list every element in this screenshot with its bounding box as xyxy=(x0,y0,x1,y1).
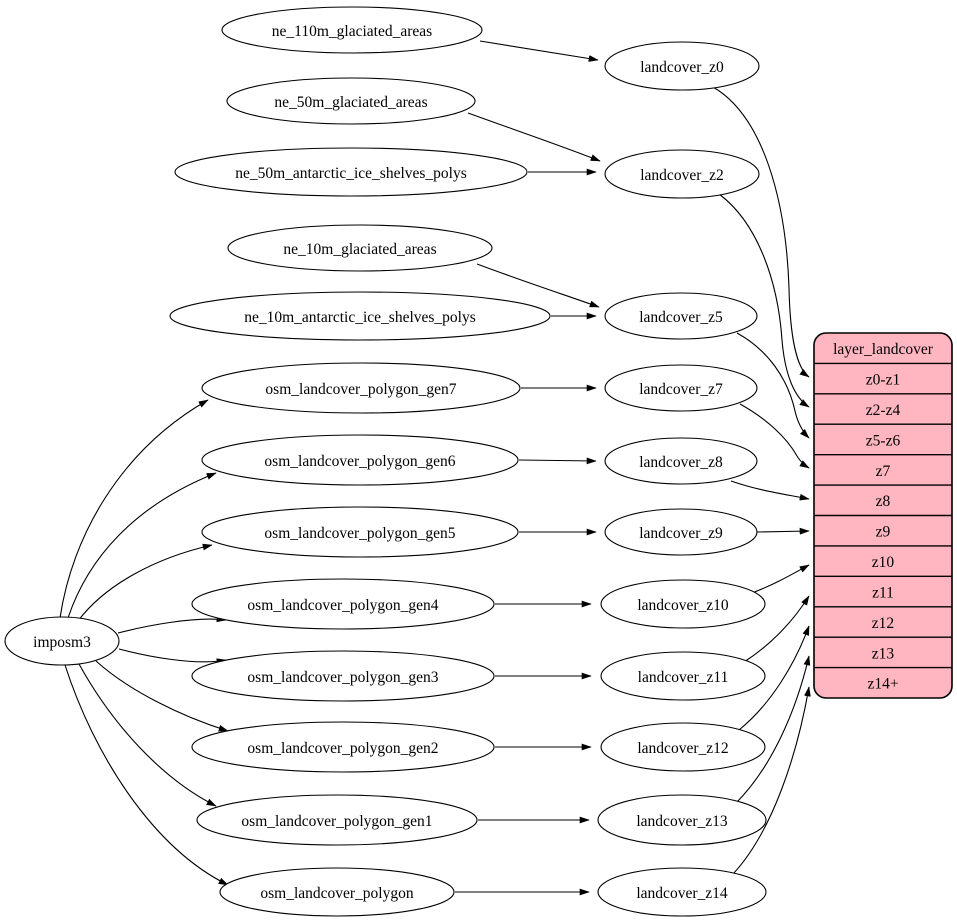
node-landcover-z11: landcover_z11 xyxy=(600,651,766,701)
node-landcover-z5: landcover_z5 xyxy=(604,292,758,340)
node-label: ne_10m_glaciated_areas xyxy=(283,241,436,258)
node-label: osm_landcover_polygon xyxy=(260,885,414,902)
node-label: landcover_z9 xyxy=(639,525,723,542)
node-label: ne_110m_glaciated_areas xyxy=(272,23,432,40)
node-label: ne_50m_glaciated_areas xyxy=(274,94,427,111)
node-label: landcover_z10 xyxy=(637,597,728,614)
node-label: landcover_z8 xyxy=(639,454,723,471)
table-row-z8: z8 xyxy=(876,493,891,510)
edge-z9-to-row-z9 xyxy=(756,527,810,535)
node-label: landcover_z13 xyxy=(636,813,727,830)
node-label: osm_landcover_polygon_gen4 xyxy=(247,597,438,614)
edge-imposm3-to-gen4 xyxy=(117,615,227,634)
node-osm-landcover-polygon-gen3: osm_landcover_polygon_gen3 xyxy=(191,650,495,702)
table-row-z5-z6: z5-z6 xyxy=(866,432,901,449)
node-label: ne_50m_antarctic_ice_shelves_polys xyxy=(235,165,467,182)
node-ne-50m-antarctic-ice-shelves-polys: ne_50m_antarctic_ice_shelves_polys xyxy=(174,147,528,197)
table-row-z10: z10 xyxy=(872,554,895,571)
edge-imposm3-to-gen5 xyxy=(77,543,213,622)
node-label: landcover_z11 xyxy=(638,669,729,686)
node-label: osm_landcover_polygon_gen1 xyxy=(241,813,432,830)
node-label: imposm3 xyxy=(33,634,91,651)
edge-z11-to-row-z11 xyxy=(743,595,810,663)
edge-ne110m-to-z0 xyxy=(479,40,599,62)
node-label: osm_landcover_polygon_gen6 xyxy=(264,453,455,470)
node-ne-10m-glaciated-areas: ne_10m_glaciated_areas xyxy=(227,224,493,272)
edge-z5-to-row-z5z6 xyxy=(736,332,810,439)
node-osm-landcover-polygon-gen5: osm_landcover_polygon_gen5 xyxy=(201,506,519,558)
node-landcover-z13: landcover_z13 xyxy=(597,794,767,846)
node-landcover-z7: landcover_z7 xyxy=(604,364,758,412)
node-osm-landcover-polygon-gen2: osm_landcover_polygon_gen2 xyxy=(191,721,495,773)
edge-z12-to-row-z12 xyxy=(738,625,810,731)
edge-z2-to-row-z2z4 xyxy=(718,193,810,408)
node-group: imposm3 ne_110m_glaciated_areas ne_50m_g… xyxy=(4,6,767,917)
node-osm-landcover-polygon: osm_landcover_polygon xyxy=(219,867,455,917)
edge-imposm3-to-polygon xyxy=(64,664,229,886)
node-landcover-z14: landcover_z14 xyxy=(597,867,767,917)
edge-z0-to-row-z0z1 xyxy=(712,86,810,378)
node-label: landcover_z2 xyxy=(640,167,724,184)
node-label: osm_landcover_polygon_gen5 xyxy=(264,525,455,542)
edge-group xyxy=(59,40,811,896)
node-label: landcover_z0 xyxy=(640,59,724,76)
node-label: osm_landcover_polygon_gen2 xyxy=(247,740,438,757)
node-ne-50m-glaciated-areas: ne_50m_glaciated_areas xyxy=(226,77,476,125)
table-row-z11: z11 xyxy=(872,585,894,602)
table-row-z2-z4: z2-z4 xyxy=(866,402,901,419)
table-title: layer_landcover xyxy=(833,341,934,358)
node-osm-landcover-polygon-gen4: osm_landcover_polygon_gen4 xyxy=(191,578,495,630)
node-landcover-z0: landcover_z0 xyxy=(604,41,760,91)
node-landcover-z10: landcover_z10 xyxy=(600,579,766,629)
edge-z13-to-row-z13 xyxy=(735,655,811,804)
edge-ne10mglac-to-z5 xyxy=(476,263,600,308)
edge-imposm3-to-gen6 xyxy=(67,472,217,619)
node-ne-110m-glaciated-areas: ne_110m_glaciated_areas xyxy=(221,6,483,54)
table-row-z13: z13 xyxy=(872,645,895,662)
edge-z14-to-row-z14 xyxy=(732,686,811,875)
table-layer-landcover: layer_landcover z0-z1 z2-z4 z5-z6 z7 z8 … xyxy=(813,332,953,699)
table-row-z0-z1: z0-z1 xyxy=(866,372,900,389)
edge-z7-to-row-z7 xyxy=(739,403,810,469)
table-row-z14plus: z14+ xyxy=(867,676,898,693)
node-landcover-z12: landcover_z12 xyxy=(600,722,766,772)
node-landcover-z8: landcover_z8 xyxy=(604,437,758,485)
table-row-z12: z12 xyxy=(872,615,894,632)
table-row-z7: z7 xyxy=(876,463,891,480)
node-label: landcover_z5 xyxy=(639,309,723,326)
node-osm-landcover-polygon-gen6: osm_landcover_polygon_gen6 xyxy=(201,434,519,486)
node-imposm3: imposm3 xyxy=(4,616,120,666)
node-label: ne_10m_antarctic_ice_shelves_polys xyxy=(244,309,476,326)
edge-imposm3-to-gen2 xyxy=(95,660,229,732)
node-label: landcover_z12 xyxy=(637,740,728,757)
edge-gen6-to-z8 xyxy=(518,457,597,465)
node-label: osm_landcover_polygon_gen7 xyxy=(265,381,456,398)
edge-z8-to-row-z8 xyxy=(730,480,810,501)
node-landcover-z2: landcover_z2 xyxy=(604,149,760,199)
node-label: landcover_z7 xyxy=(639,381,723,398)
table-row-z9: z9 xyxy=(876,524,891,541)
edge-imposm3-to-gen1 xyxy=(78,663,217,807)
node-label: landcover_z14 xyxy=(636,885,727,902)
edge-imposm3-to-gen3 xyxy=(118,648,227,666)
node-osm-landcover-polygon-gen7: osm_landcover_polygon_gen7 xyxy=(201,362,521,414)
node-ne-10m-antarctic-ice-shelves-polys: ne_10m_antarctic_ice_shelves_polys xyxy=(169,291,551,341)
edge-ne50mglac-to-z2 xyxy=(467,112,601,162)
edge-z10-to-row-z10 xyxy=(751,564,810,594)
edge-imposm3-to-gen7 xyxy=(59,399,209,619)
node-osm-landcover-polygon-gen1: osm_landcover_polygon_gen1 xyxy=(196,794,478,846)
node-landcover-z9: landcover_z9 xyxy=(604,508,758,556)
node-label: osm_landcover_polygon_gen3 xyxy=(247,669,438,686)
